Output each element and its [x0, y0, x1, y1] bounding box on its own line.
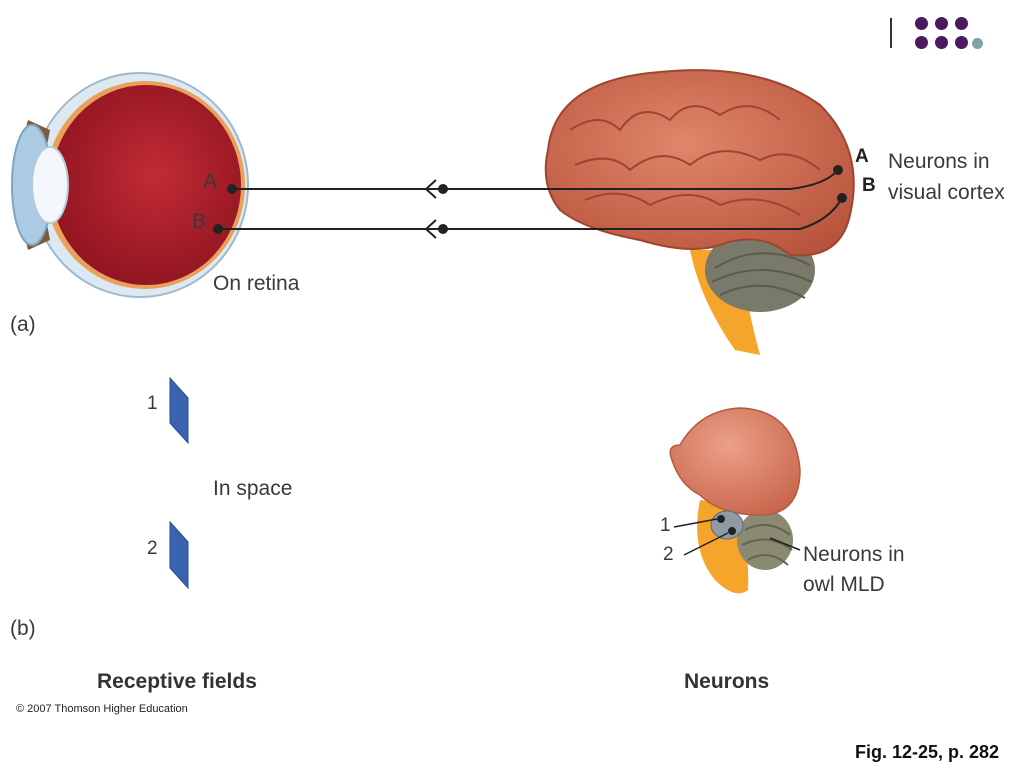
- cortex-point-b-label: B: [862, 175, 876, 196]
- owl-brain-illustration: [669, 407, 801, 594]
- cortex-point-a-label: A: [855, 146, 869, 167]
- receptive-field-shapes: [169, 376, 189, 590]
- brain-illustration: [544, 69, 855, 355]
- cortex-caption-line2: visual cortex: [888, 181, 1005, 204]
- eye-illustration: [11, 72, 249, 298]
- panel-a-label: (a): [10, 313, 36, 336]
- dot-icon: [935, 17, 948, 30]
- field-2-label: 2: [147, 538, 158, 559]
- owl-point-2-label: 2: [663, 544, 674, 565]
- heading-receptive-fields: Receptive fields: [97, 670, 257, 693]
- cortex-caption-line1: Neurons in: [888, 150, 990, 173]
- dot-icon: [915, 17, 928, 30]
- panel-b-label: (b): [10, 617, 36, 640]
- field-1-label: 1: [147, 393, 158, 414]
- dot-icon: [955, 36, 968, 49]
- copyright-text: © 2007 Thomson Higher Education: [16, 703, 188, 715]
- heading-neurons: Neurons: [684, 670, 770, 693]
- owl-caption-line2: owl MLD: [803, 573, 885, 596]
- retina-point-a-label: A: [203, 170, 218, 193]
- owl-caption-line1: Neurons in: [803, 543, 905, 566]
- figure-reference: Fig. 12-25, p. 282: [855, 742, 1000, 762]
- dot-icon: [915, 36, 928, 49]
- connection-lines: [213, 165, 847, 239]
- header-decoration: [890, 15, 990, 55]
- dot-icon: [935, 36, 948, 49]
- divider: [890, 18, 892, 48]
- retina-point-b-label: B: [192, 210, 207, 233]
- dot-icon: [955, 17, 968, 30]
- space-caption: In space: [213, 477, 293, 500]
- dot-accent-icon: [972, 38, 983, 49]
- owl-point-1-label: 1: [660, 515, 671, 536]
- retina-caption: On retina: [213, 272, 300, 295]
